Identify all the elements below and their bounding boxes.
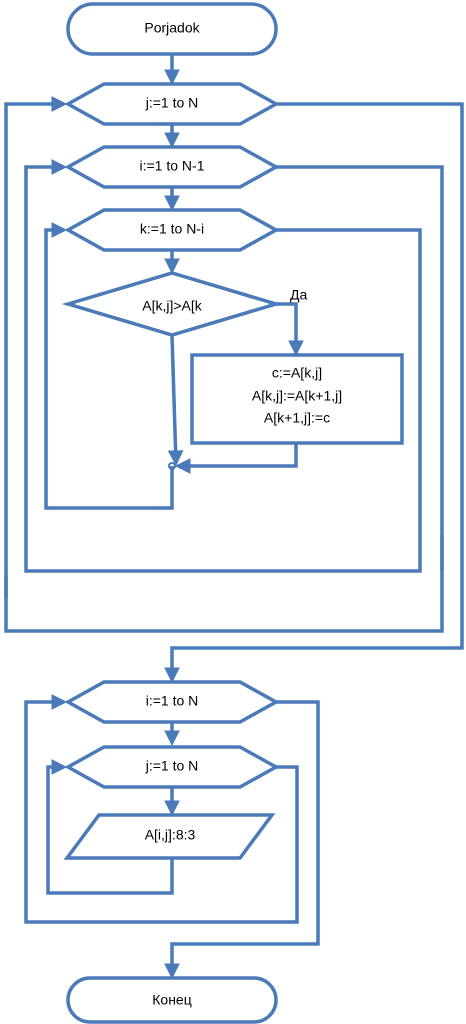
loop-i-print-exit (164, 700, 320, 980)
yes-label: Да (290, 287, 307, 303)
loop-j-print-return (46, 759, 174, 895)
end-terminator (66, 976, 278, 1024)
output-label: A[i,j]:8:3 (145, 827, 196, 843)
loop-k-exit (24, 159, 422, 573)
loop-k-return (44, 222, 174, 510)
end-label: Конец (152, 992, 191, 1008)
loop-i-print-label: i:=1 to N (146, 693, 199, 709)
loop-i-outer-label: i:=1 to N-1 (140, 158, 205, 174)
loop-j-outer-label: j:=1 to N (145, 95, 199, 111)
loop-j-print-label: j:=1 to N (145, 758, 199, 774)
start-label: Porjadok (144, 20, 200, 36)
yes-branch-connector (276, 302, 304, 357)
loop-j-print-exit (24, 694, 299, 924)
swap-line-2: A[k,j]:=A[k+1,j] (252, 388, 342, 404)
swap-line-1: c:=A[k,j] (272, 365, 322, 381)
loop-j-outer-exit (164, 102, 464, 684)
swap-line-3: A[k+1,j]:=c (264, 410, 330, 426)
swap-return-connector (174, 443, 298, 474)
output-parallelogram (63, 813, 276, 860)
loop-k-label: k:=1 to N-i (140, 221, 204, 237)
no-branch-connector (167, 334, 184, 467)
loop-i-outer-exit (4, 96, 444, 633)
condition-label: A[k,j]>A[k (142, 298, 203, 314)
